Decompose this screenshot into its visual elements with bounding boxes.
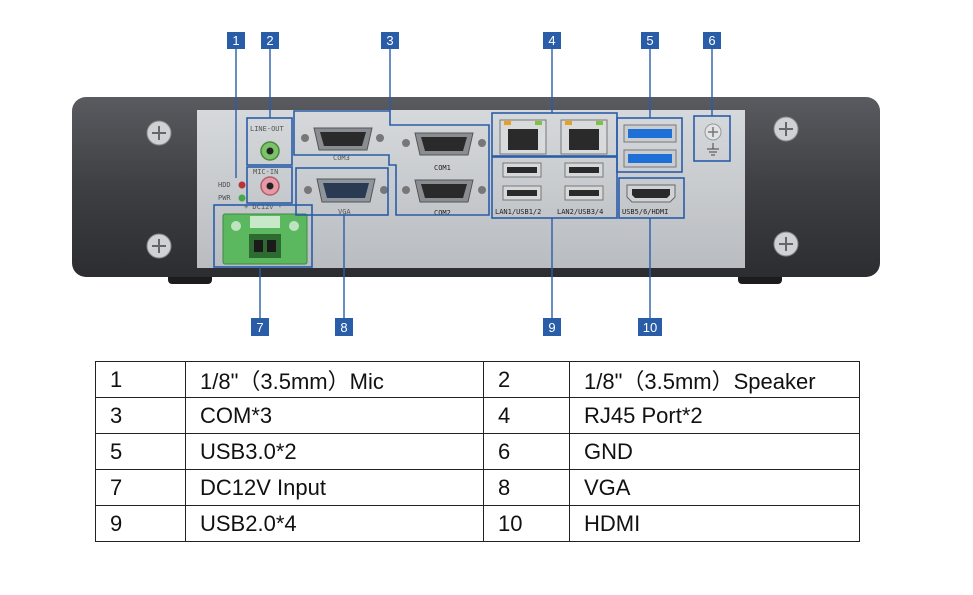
callout-badge-9: 9 — [543, 318, 561, 336]
line-out-jack[interactable] — [260, 141, 280, 161]
usb3-port[interactable] — [623, 149, 677, 168]
pwr-led — [238, 194, 246, 202]
svg-text:7: 7 — [256, 320, 263, 335]
callout-badge-1: 1 — [227, 32, 245, 49]
mic-in-jack[interactable] — [260, 176, 280, 196]
dc12v-label: + DC12V - — [244, 203, 282, 211]
screw-icon — [146, 120, 172, 146]
table-cell-number: 3 — [95, 397, 186, 434]
screw-icon — [773, 231, 799, 257]
table-cell-description: 1/8"（3.5mm）Speaker — [569, 361, 860, 398]
table-cell-number: 7 — [95, 469, 186, 506]
table-row: 5 USB3.0*2 6 GND — [95, 433, 860, 470]
hdd-led-label: HDD — [218, 181, 231, 189]
svg-text:8: 8 — [340, 320, 347, 335]
ground-symbol-icon — [707, 143, 719, 156]
callout-badge-5: 5 — [641, 32, 659, 49]
callout-badge-7: 7 — [251, 318, 269, 336]
table-cell-description: HDMI — [569, 505, 860, 542]
usb3-port[interactable] — [623, 124, 677, 143]
svg-text:2: 2 — [266, 33, 273, 48]
svg-text:1: 1 — [232, 33, 239, 48]
screw-icon — [146, 233, 172, 259]
callout-leader-lines — [235, 48, 713, 318]
table-row: 3 COM*3 4 RJ45 Port*2 — [95, 397, 860, 434]
hdd-led — [238, 181, 246, 189]
com2-label: COM2 — [434, 209, 451, 217]
vga-port[interactable] — [304, 178, 388, 203]
mic-in-label: MIC-IN — [253, 168, 278, 176]
table-cell-number: 10 — [483, 505, 570, 542]
table-cell-number: 9 — [95, 505, 186, 542]
com1-port[interactable] — [402, 132, 486, 156]
table-cell-number: 8 — [483, 469, 570, 506]
gnd-screw-icon — [704, 123, 722, 141]
callout-badge-6: 6 — [703, 32, 721, 49]
table-cell-number: 2 — [483, 361, 570, 398]
usb2-port[interactable] — [564, 162, 604, 178]
usb2-port[interactable] — [502, 162, 542, 178]
usb56-hdmi-label: USB5/6/HDMI — [622, 208, 668, 216]
pwr-led-label: PWR — [218, 194, 231, 202]
callout-badge-8: 8 — [335, 318, 353, 336]
rj45-port-2[interactable] — [560, 119, 608, 155]
table-cell-description: USB3.0*2 — [185, 433, 484, 470]
table-cell-number: 5 — [95, 433, 186, 470]
hdmi-port[interactable] — [626, 184, 676, 203]
lan1-usb-label: LAN1/USB1/2 — [495, 208, 541, 216]
svg-text:4: 4 — [548, 33, 555, 48]
table-cell-description: GND — [569, 433, 860, 470]
table-cell-description: 1/8"（3.5mm）Mic — [185, 361, 484, 398]
com3-port[interactable] — [301, 127, 384, 151]
table-cell-description: USB2.0*4 — [185, 505, 484, 542]
com1-label: COM1 — [434, 164, 451, 172]
svg-text:6: 6 — [708, 33, 715, 48]
usb2-port[interactable] — [564, 185, 604, 201]
table-cell-description: COM*3 — [185, 397, 484, 434]
table-cell-description: VGA — [569, 469, 860, 506]
callout-badge-2: 2 — [261, 32, 279, 49]
vga-label: VGA — [338, 208, 351, 216]
lan2-usb-label: LAN2/USB3/4 — [557, 208, 603, 216]
table-cell-description: RJ45 Port*2 — [569, 397, 860, 434]
rj45-port-1[interactable] — [499, 119, 547, 155]
table-cell-number: 6 — [483, 433, 570, 470]
table-cell-description: DC12V Input — [185, 469, 484, 506]
port-legend-table: 1 1/8"（3.5mm）Mic 2 1/8"（3.5mm）Speaker 3 … — [95, 361, 860, 542]
table-cell-number: 4 — [483, 397, 570, 434]
com2-port[interactable] — [402, 179, 486, 203]
table-cell-number: 1 — [95, 361, 186, 398]
usb2-port[interactable] — [502, 185, 542, 201]
screw-icon — [773, 116, 799, 142]
callout-badge-4: 4 — [543, 32, 561, 49]
device-rear-panel-diagram: LINE-OUT MIC-IN HDD PWR + DC12V - COM3 C… — [72, 32, 880, 336]
line-out-label: LINE-OUT — [250, 125, 285, 133]
table-row: 1 1/8"（3.5mm）Mic 2 1/8"（3.5mm）Speaker — [95, 361, 860, 398]
com3-label: COM3 — [333, 154, 350, 162]
table-row: 7 DC12V Input 8 VGA — [95, 469, 860, 506]
svg-text:5: 5 — [646, 33, 653, 48]
svg-text:9: 9 — [548, 320, 555, 335]
callout-badge-10: 10 — [638, 318, 662, 336]
table-row: 9 USB2.0*4 10 HDMI — [95, 505, 860, 542]
callout-badge-3: 3 — [381, 32, 399, 49]
svg-text:3: 3 — [386, 33, 393, 48]
svg-text:10: 10 — [643, 320, 657, 335]
